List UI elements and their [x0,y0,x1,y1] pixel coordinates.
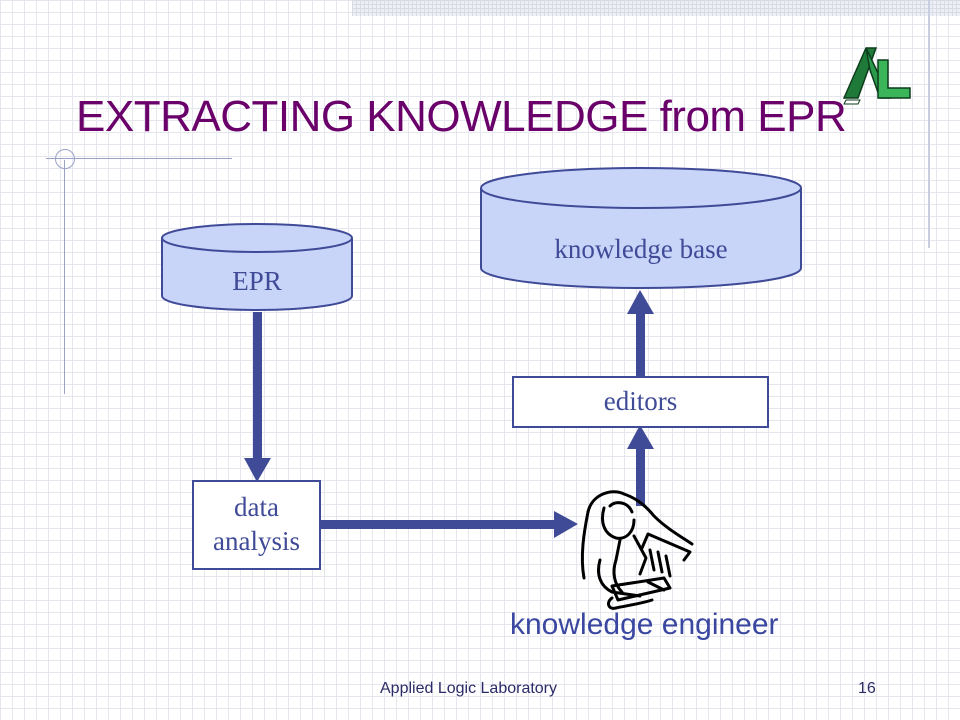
arrow-data-analysis-to-engineer [321,511,578,538]
crosshair-circle [55,149,75,169]
knowledge-engineer-label: knowledge engineer [510,608,779,641]
knowledge-base-label: knowledge base [554,234,728,264]
data-analysis-label-line2: analysis [213,526,300,556]
footer-organization: Applied Logic Laboratory [380,680,558,697]
logo-icon [842,47,911,105]
title-underline [46,158,232,159]
arrow-editors-to-knowledge-base [627,290,654,376]
decorative-line-left [64,160,65,394]
knowledge-base-cylinder [480,167,802,289]
decorative-band [352,0,960,16]
epr-label: EPR [232,266,282,296]
epr-cylinder [161,223,353,311]
arrow-engineer-to-editors [627,425,654,506]
decorative-line-right [928,0,930,248]
data-analysis-box: data analysis [192,480,321,570]
person-writing-icon [580,490,694,610]
editors-label: editors [603,386,678,417]
editors-box: editors [512,376,769,428]
arrow-epr-to-data-analysis [244,312,271,482]
data-analysis-label-line1: data [234,492,279,523]
page-title: EXTRACTING KNOWLEDGE from EPR [76,92,847,141]
page-number: 16 [858,680,876,697]
